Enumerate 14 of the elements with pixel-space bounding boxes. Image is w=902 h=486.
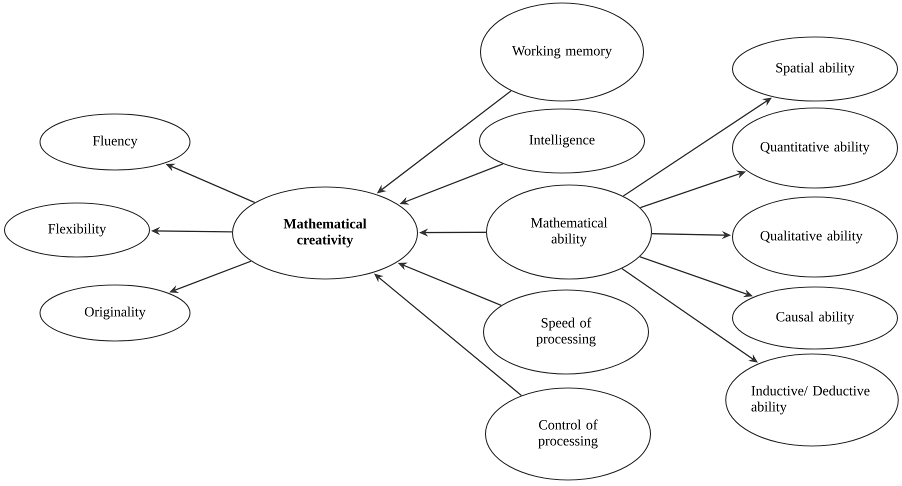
ellipse-node: Control of processing bbox=[484, 387, 652, 481]
ellipse-node: Mathematical ability bbox=[486, 184, 652, 280]
ellipse-node: Originality bbox=[39, 284, 191, 342]
ellipse-node: Flexibility bbox=[4, 202, 150, 258]
ellipse-node: Fluency bbox=[39, 113, 191, 171]
ellipse-node: Inductive/ Deductive ability bbox=[725, 353, 899, 447]
ellipse-node: Spatial ability bbox=[732, 36, 898, 102]
ellipse-node: Qualitative ability bbox=[732, 196, 898, 278]
ellipse-node: Causal ability bbox=[732, 286, 898, 350]
ellipse-node: Mathematical creativity bbox=[232, 186, 418, 280]
ellipse-node: Speed of processing bbox=[482, 289, 650, 375]
ellipse-node: Working memory bbox=[480, 2, 644, 102]
ellipse-node: Quantitative ability bbox=[732, 107, 898, 189]
ellipse-node: Intelligence bbox=[478, 108, 646, 174]
